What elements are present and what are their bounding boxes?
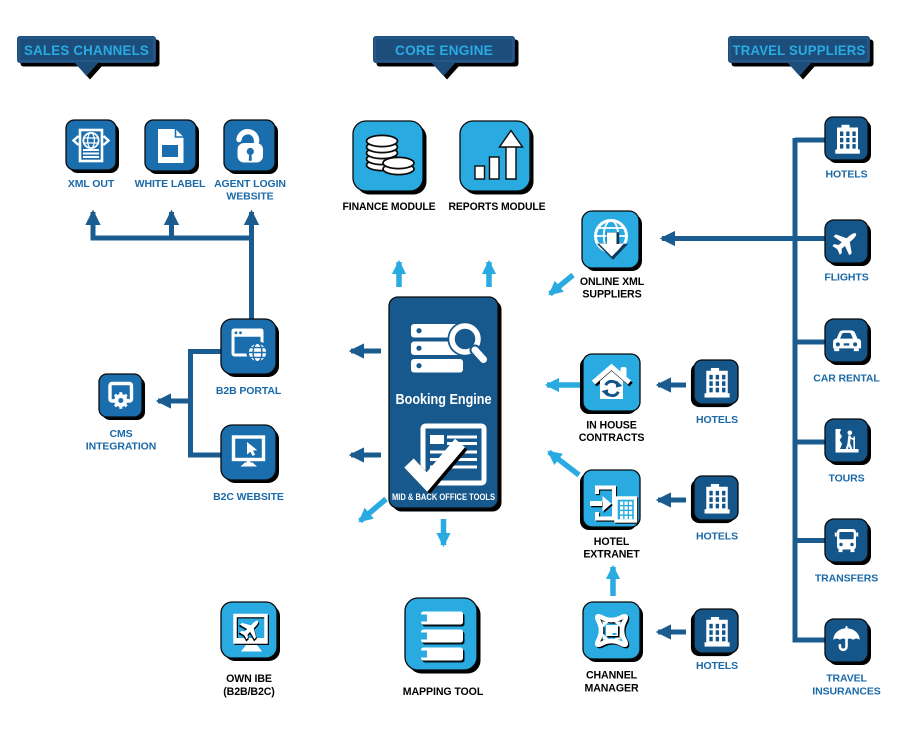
svg-text:HOTELS: HOTELS <box>696 414 738 426</box>
svg-text:TOURS: TOURS <box>828 473 864 485</box>
svg-text:CHANNEL: CHANNEL <box>586 670 638 682</box>
svg-text:SALES CHANNELS: SALES CHANNELS <box>24 43 149 58</box>
svg-text:CORE ENGINE: CORE ENGINE <box>395 43 493 58</box>
svg-text:WHITE LABEL: WHITE LABEL <box>135 178 206 190</box>
svg-text:MID & BACK OFFICE TOOLS: MID & BACK OFFICE TOOLS <box>392 492 495 502</box>
svg-text:TRANSFERS: TRANSFERS <box>815 573 878 585</box>
svg-text:MAPPING TOOL: MAPPING TOOL <box>403 686 484 698</box>
svg-text:B2C WEBSITE: B2C WEBSITE <box>213 491 284 503</box>
svg-text:CONTRACTS: CONTRACTS <box>579 432 645 444</box>
svg-text:HOTEL: HOTEL <box>594 536 630 548</box>
svg-text:REPORTS MODULE: REPORTS MODULE <box>449 201 546 213</box>
svg-text:(B2B/B2C): (B2B/B2C) <box>223 686 274 698</box>
svg-text:XML OUT: XML OUT <box>68 178 115 190</box>
svg-text:INSURANCES: INSURANCES <box>812 686 881 698</box>
svg-text:B2B PORTAL: B2B PORTAL <box>216 385 282 397</box>
svg-text:MANAGER: MANAGER <box>584 683 638 695</box>
svg-text:OWN IBE: OWN IBE <box>226 673 272 685</box>
svg-text:SUPPLIERS: SUPPLIERS <box>582 289 641 301</box>
svg-text:IN HOUSE: IN HOUSE <box>586 420 636 432</box>
svg-text:Booking Engine: Booking Engine <box>396 392 492 408</box>
svg-text:TRAVEL: TRAVEL <box>826 673 867 685</box>
svg-text:CAR RENTAL: CAR RENTAL <box>813 373 880 385</box>
svg-text:ONLINE XML: ONLINE XML <box>580 276 645 288</box>
svg-text:FLIGHTS: FLIGHTS <box>824 272 868 284</box>
svg-text:HOTELS: HOTELS <box>826 169 868 181</box>
svg-text:WEBSITE: WEBSITE <box>226 191 273 203</box>
svg-text:CMS: CMS <box>109 428 132 440</box>
svg-text:HOTELS: HOTELS <box>696 660 738 672</box>
svg-text:AGENT LOGIN: AGENT LOGIN <box>214 178 286 190</box>
svg-text:TRAVEL SUPPLIERS: TRAVEL SUPPLIERS <box>733 43 866 58</box>
svg-text:FINANCE MODULE: FINANCE MODULE <box>343 201 436 213</box>
svg-text:HOTELS: HOTELS <box>696 531 738 543</box>
svg-text:EXTRANET: EXTRANET <box>583 549 640 561</box>
svg-text:INTEGRATION: INTEGRATION <box>86 441 156 453</box>
